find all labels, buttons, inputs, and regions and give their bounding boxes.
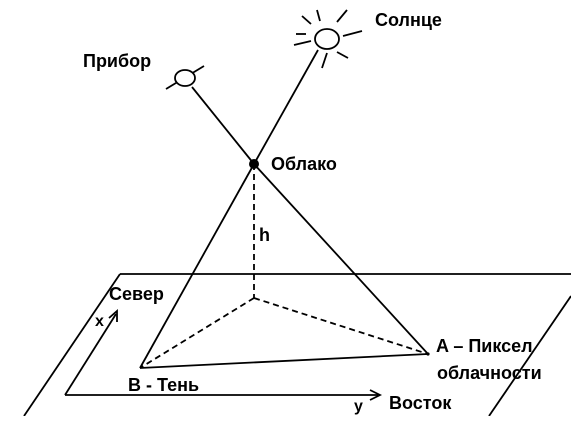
shadow-label: B - Тень — [128, 375, 199, 395]
height-label: h — [259, 225, 270, 245]
base-to-pixel — [253, 297, 429, 355]
cloud-to-pixel-line — [253, 163, 429, 355]
plane-left-edge — [23, 273, 121, 417]
y-axis-label: y — [354, 398, 363, 415]
east-label: Восток — [389, 393, 452, 413]
y-axis-arrow — [369, 389, 383, 401]
ground-plane — [23, 273, 571, 417]
pyramid-dashed — [139, 164, 429, 369]
cloud-to-sun-line — [253, 49, 319, 165]
cloud-point — [249, 159, 259, 169]
north-label: Север — [109, 284, 164, 304]
base-to-shadow — [139, 297, 255, 369]
shadow-to-pixel-line — [139, 353, 429, 369]
x-axis-line — [64, 313, 117, 396]
shadow-to-cloud-line — [139, 163, 255, 369]
plane-right-edge — [488, 295, 571, 417]
sun-icon — [293, 9, 363, 69]
device-label: Прибор — [83, 51, 151, 71]
axes — [64, 309, 383, 401]
device-icon — [165, 65, 205, 90]
pixel-label-line1: A – Пиксел — [436, 336, 533, 356]
cloud-label: Облако — [271, 154, 337, 174]
x-axis-arrow — [108, 309, 118, 322]
sun-label: Солнце — [375, 10, 442, 30]
pixel-point — [426, 352, 430, 356]
pixel-label-line2: облачности — [437, 363, 542, 383]
x-axis-label: x — [95, 313, 104, 330]
cloud-to-device-line — [191, 86, 255, 165]
pyramid-solid — [139, 49, 429, 369]
